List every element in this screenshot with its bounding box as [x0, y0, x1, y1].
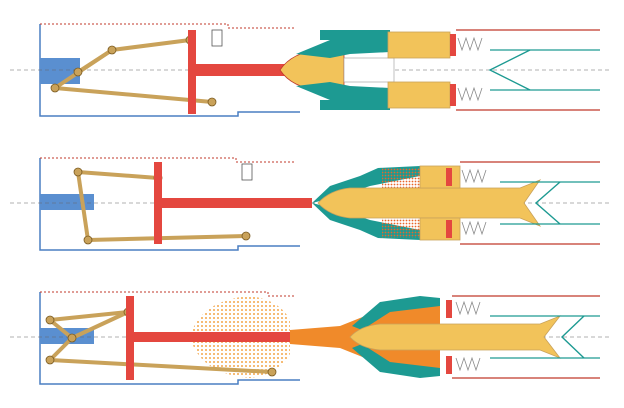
- pivot-joint: [50, 83, 60, 93]
- linkage: [76, 170, 248, 242]
- pivot-joint: [241, 231, 251, 241]
- red-cap: [446, 168, 452, 186]
- red-crossbar: [154, 162, 162, 244]
- housing-outline: [39, 292, 300, 385]
- pivot-joint: [45, 315, 55, 325]
- panel-open: [10, 291, 610, 385]
- teal-nozzle-body: [352, 296, 440, 330]
- blue-piston: [40, 58, 80, 84]
- blue-piston: [40, 194, 94, 210]
- linkage: [53, 38, 214, 104]
- v-inlet: [560, 315, 585, 359]
- bracket: [241, 163, 253, 181]
- pivot-joint: [73, 67, 83, 77]
- red-rod: [134, 332, 304, 342]
- v-inlet: [534, 181, 561, 225]
- red-cap: [450, 34, 456, 56]
- red-crossbar: [126, 296, 134, 380]
- v-inlet: [488, 49, 531, 91]
- pivot-joint: [83, 235, 93, 245]
- housing-top-line: [40, 157, 296, 163]
- gold-block: [419, 217, 461, 241]
- spray-mist: [382, 168, 422, 190]
- pivot-joint: [107, 45, 117, 55]
- panel-closed: [10, 23, 610, 117]
- gold-needle: [349, 315, 562, 359]
- housing-top-line: [40, 291, 296, 297]
- red-cap: [450, 84, 456, 106]
- red-cap: [446, 220, 452, 238]
- red-crossbar: [188, 30, 196, 114]
- teal-nozzle-body: [352, 344, 440, 378]
- pivot-joint: [73, 167, 83, 177]
- spray-mist: [382, 216, 422, 238]
- pivot-joint: [45, 355, 55, 365]
- housing-outline: [39, 158, 300, 251]
- gold-block: [387, 31, 451, 59]
- inner-channel: [343, 57, 395, 83]
- red-rod: [162, 198, 312, 208]
- housing-top-line: [40, 23, 296, 29]
- pivot-joint: [267, 367, 277, 377]
- gold-block: [419, 165, 461, 189]
- bracket: [211, 29, 223, 47]
- spring: [457, 36, 483, 102]
- red-rod: [196, 64, 288, 76]
- panel-opening: [10, 157, 610, 251]
- gold-block: [387, 81, 451, 109]
- red-cap: [446, 300, 452, 318]
- gold-needle: [317, 179, 542, 227]
- red-cap: [446, 356, 452, 374]
- housing-outline: [39, 24, 300, 117]
- pivot-joint: [207, 97, 217, 107]
- linkage: [48, 310, 274, 374]
- spring: [461, 168, 487, 236]
- pivot-joint: [67, 333, 77, 343]
- teal-collar: [320, 30, 390, 40]
- teal-collar: [320, 100, 390, 110]
- spring: [455, 300, 481, 372]
